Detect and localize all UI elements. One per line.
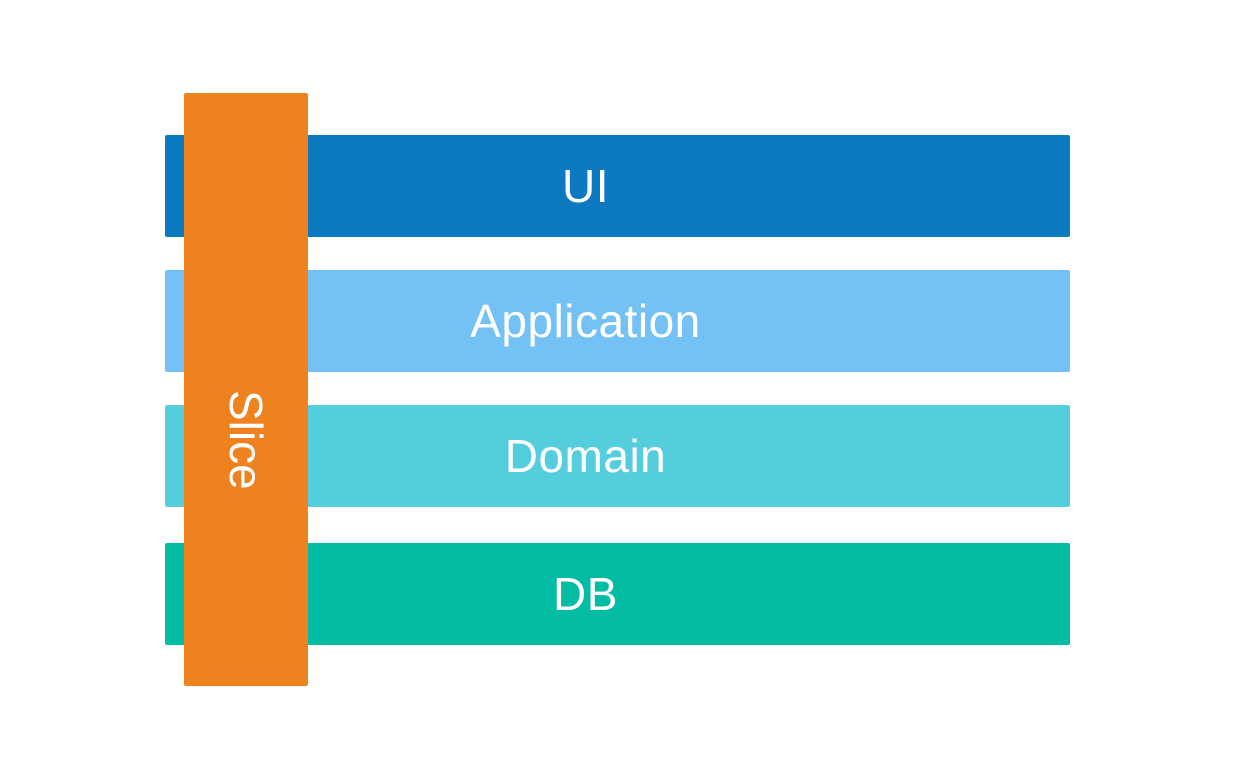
layer-bar-application: Application [165,270,1070,372]
layer-bar-ui: UI [165,135,1070,237]
layer-label-ui: UI [562,160,609,212]
layer-label-db: DB [553,568,618,620]
layer-label-domain: Domain [504,430,667,482]
layer-bar-db: DB [165,543,1070,645]
layer-bar-domain: Domain [165,405,1070,507]
layer-label-application: Application [470,295,701,347]
slice-label: Slice [220,389,272,490]
slice-bar: Slice [184,93,308,686]
